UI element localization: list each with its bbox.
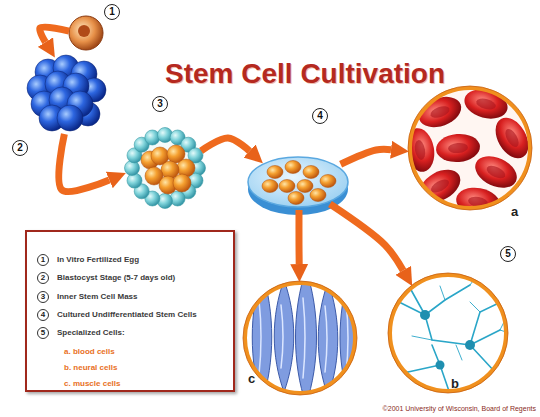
callout-number: 3: [152, 96, 168, 112]
key-item: Inner Stem Cell Mass: [57, 292, 137, 302]
callout-letter: c: [248, 372, 255, 385]
blood-cell-circle: a: [408, 86, 532, 210]
key-number: 1: [37, 254, 49, 266]
key-number: 2: [37, 272, 49, 284]
key-number: 4: [37, 309, 49, 321]
egg-drawing: [69, 16, 103, 50]
key-subitem: c. muscle cells: [64, 379, 120, 389]
fertilized-egg: 1: [69, 16, 103, 50]
callout-letter: b: [451, 377, 459, 390]
copyright-notice: ©2001 University of Wisconsin, Board of …: [383, 404, 536, 413]
blastocyst-drawing: [27, 55, 106, 131]
neural-cell-circle: b: [388, 273, 508, 393]
neural-cells-drawing: [385, 273, 514, 398]
blastocyst: 2: [30, 58, 102, 134]
key-number: 5: [37, 327, 49, 339]
callout-number: 2: [12, 140, 28, 156]
process-arrow: [59, 134, 109, 192]
inner-cell-mass: 3: [125, 128, 205, 208]
process-arrow: [201, 138, 249, 151]
blood-cells-drawing: [402, 85, 535, 220]
key-item: Blastocyst Stage (5-7 days old): [57, 273, 175, 283]
key-item: In Vitro Fertilized Egg: [57, 255, 139, 265]
callout-number: 5: [500, 246, 516, 262]
key-item: Specialized Cells:: [57, 328, 125, 338]
callout-letter: a: [511, 205, 518, 218]
callout-number: 1: [104, 4, 120, 20]
diagram-title: Stem Cell Cultivation: [165, 60, 445, 88]
inner-mass-drawing: [125, 128, 206, 209]
muscle-cells-drawing: [243, 270, 358, 404]
process-arrow: [295, 210, 302, 264]
key-subitem: b. neural cells: [64, 363, 117, 373]
key-subitem: a. blood cells: [64, 347, 115, 357]
key-item: Cultured Undifferentiated Stem Cells: [57, 310, 197, 320]
process-arrow: [330, 204, 403, 270]
key-number: 3: [37, 291, 49, 303]
key-box: 1 In Vitro Fertilized Egg 2 Blastocyst Stag…: [25, 230, 235, 392]
callout-number: 4: [312, 108, 328, 124]
process-arrow: [341, 149, 391, 164]
process-arrow: [40, 27, 69, 42]
culture-dish: 4: [248, 152, 350, 210]
muscle-cell-circle: c: [243, 281, 357, 395]
